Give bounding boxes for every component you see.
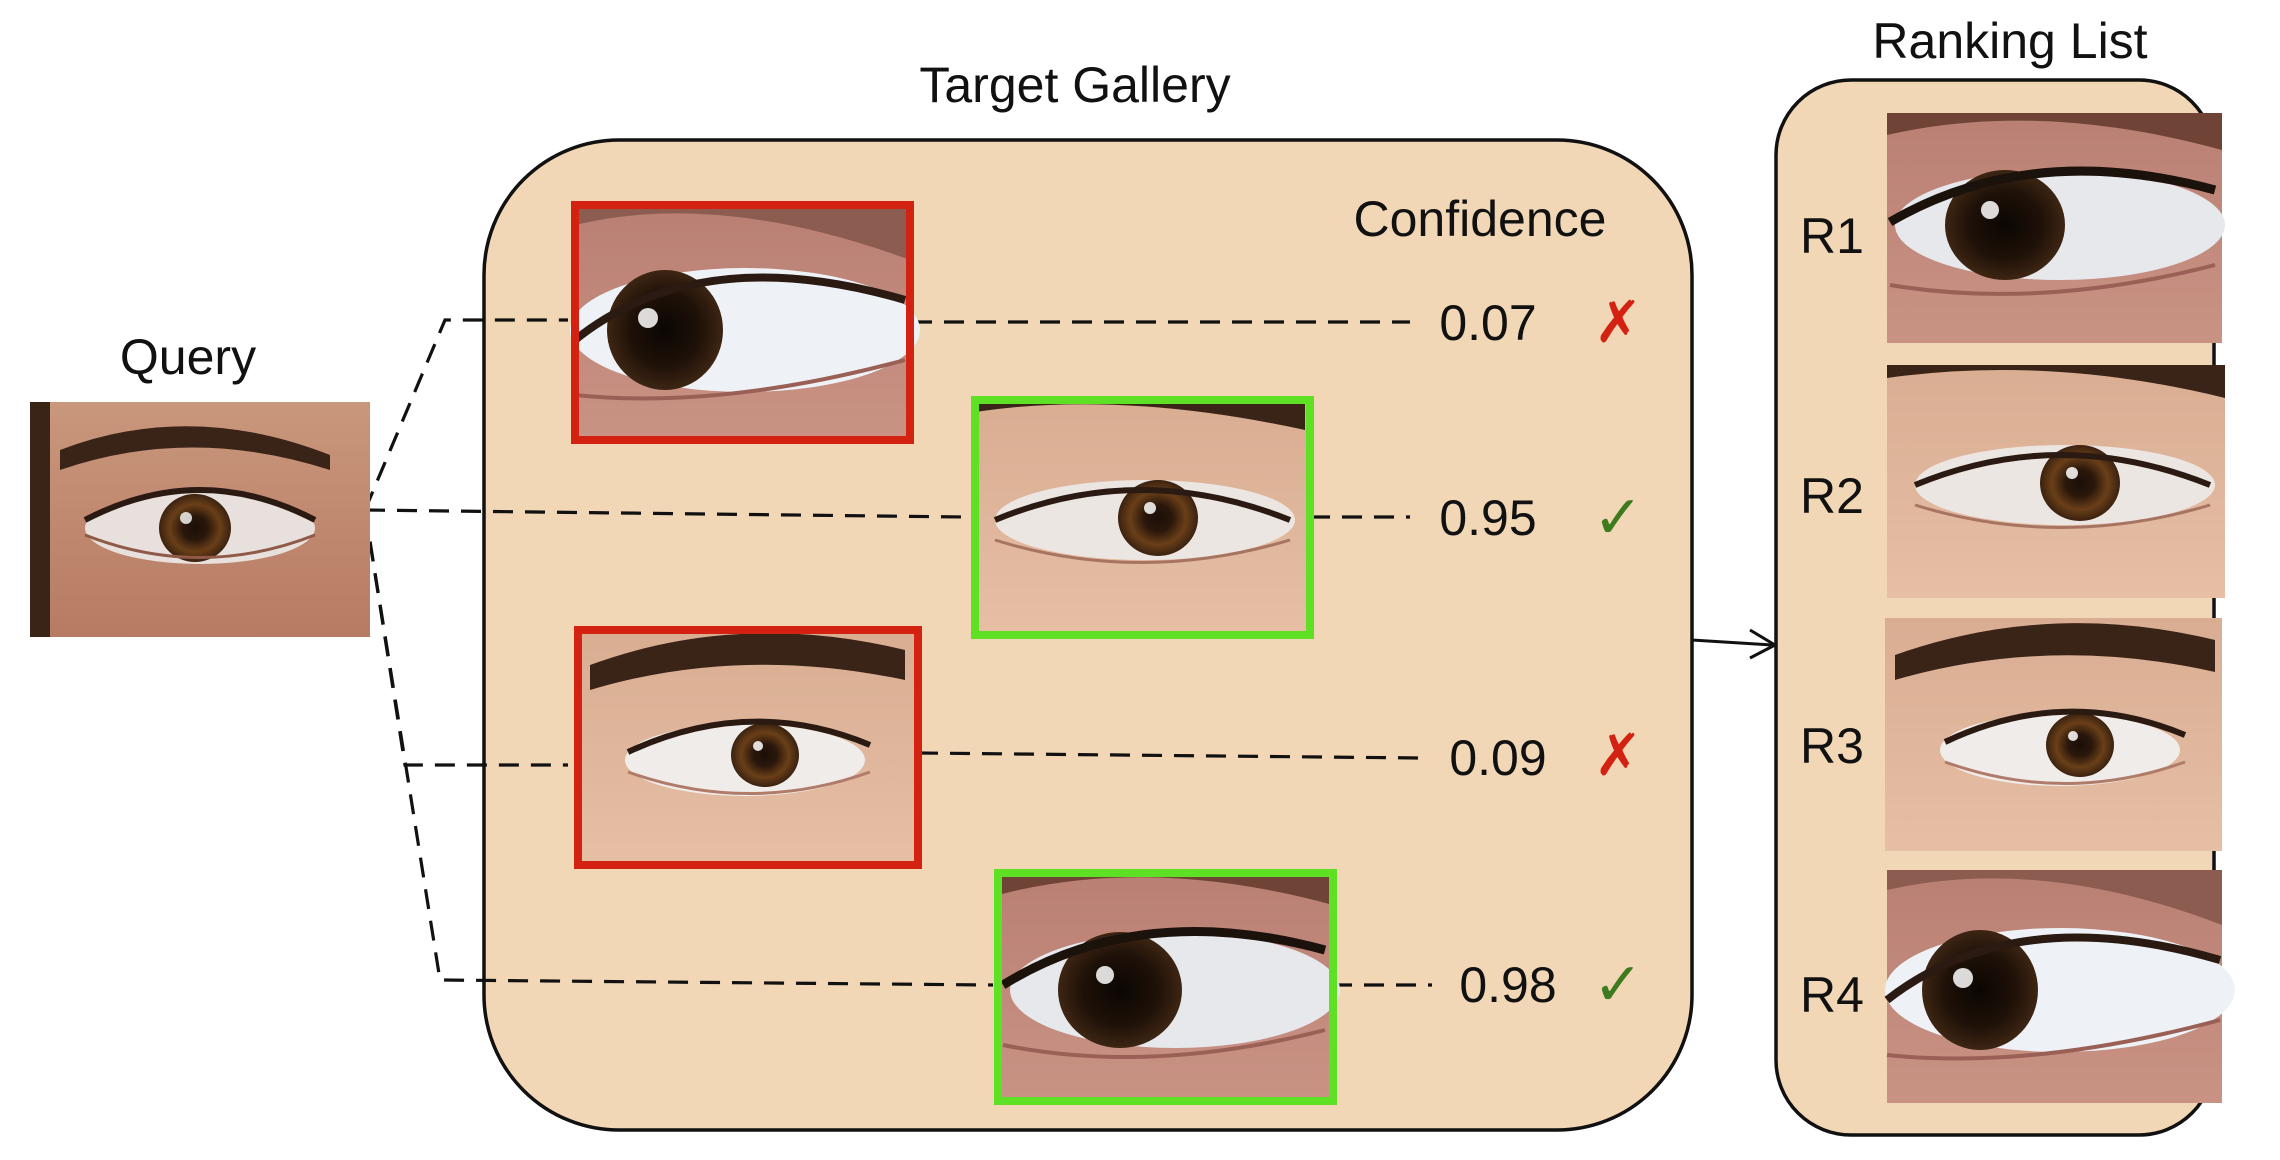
match-mark-2: ✓ <box>1593 483 1643 553</box>
match-mark-4: ✓ <box>1593 950 1643 1020</box>
query-connectors <box>363 318 1432 987</box>
mismatch-mark-3: ✗ <box>1594 721 1643 789</box>
target-gallery-title: Target Gallery <box>919 57 1230 113</box>
dash-gallery-3-score <box>917 751 1421 760</box>
connector-to-gallery-1 <box>363 318 568 511</box>
gallery-item-3 <box>574 626 922 869</box>
ranking-item-2 <box>1887 365 2225 598</box>
ranking-item-4 <box>1884 870 2235 1103</box>
connector-to-gallery-4 <box>363 509 994 987</box>
confidence-header: Confidence <box>1354 191 1607 247</box>
rank-label-3: R3 <box>1800 718 1864 774</box>
query-title: Query <box>120 329 256 385</box>
gallery-item-4 <box>994 869 1340 1105</box>
mismatch-mark-1: ✗ <box>1594 288 1643 356</box>
gallery-item-1 <box>570 201 920 444</box>
rank-label-4: R4 <box>1800 967 1864 1023</box>
query-eye-image <box>30 402 370 637</box>
ranking-item-1 <box>1887 113 2225 343</box>
rank-label-2: R2 <box>1800 468 1864 524</box>
confidence-score-2: 0.95 <box>1439 490 1536 546</box>
confidence-score-4: 0.98 <box>1459 957 1556 1013</box>
ranking-item-3 <box>1885 618 2222 851</box>
ranking-list-title: Ranking List <box>1872 13 2147 69</box>
confidence-score-3: 0.09 <box>1449 730 1546 786</box>
connector-to-gallery-2 <box>364 508 966 519</box>
arrow-to-ranking-icon <box>1691 628 1779 660</box>
gallery-item-2 <box>971 396 1314 639</box>
confidence-score-1: 0.07 <box>1439 295 1536 351</box>
rank-label-1: R1 <box>1800 208 1864 264</box>
